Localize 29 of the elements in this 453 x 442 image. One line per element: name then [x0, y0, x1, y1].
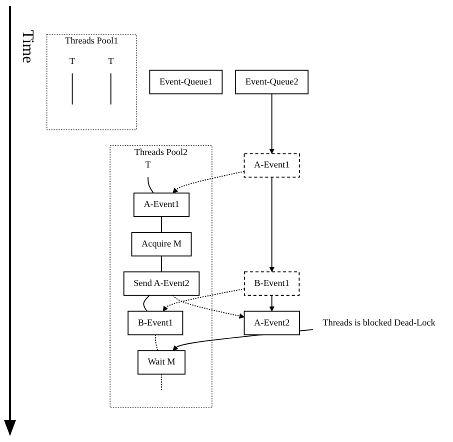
process-box: A-Event1 [133, 192, 190, 218]
arrow [269, 294, 275, 312]
connector-line [161, 216, 162, 233]
process-box: Acquire M [131, 232, 192, 256]
dashed-box: B-Event1 [244, 271, 300, 296]
connector-line [161, 374, 162, 390]
axis-label: Time [18, 30, 36, 64]
process-box: Send A-Event2 [123, 271, 200, 296]
process-box: A-Event2 [244, 310, 300, 336]
connector-line [143, 294, 150, 312]
process-box: Event-Queue1 [149, 70, 223, 94]
process-box: B-Event1 [128, 310, 184, 336]
dashed-box: A-Event1 [244, 153, 300, 178]
process-box: Event-Queue2 [235, 70, 309, 94]
arrow [172, 294, 244, 319]
process-box: Wait M [138, 350, 186, 375]
text-label: T [145, 160, 151, 170]
arrow [162, 288, 245, 312]
connector-line [110, 72, 112, 105]
connector-line [161, 256, 162, 272]
connector-line [154, 334, 158, 352]
connector-line [148, 176, 154, 194]
connector-line [72, 72, 73, 105]
arrow [172, 170, 245, 194]
arrow [269, 176, 275, 272]
text-label: T [108, 56, 114, 66]
text-label: Threads is blocked Dead-Lock [322, 318, 436, 328]
arrow [269, 93, 275, 154]
text-label: T [69, 56, 76, 66]
